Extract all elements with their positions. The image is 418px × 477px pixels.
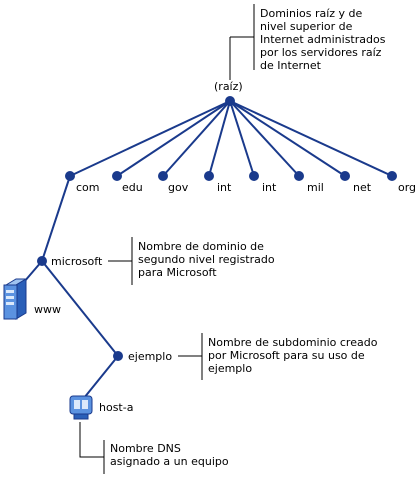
second-level-label: microsoft — [51, 255, 103, 268]
callout-line: nivel superior de — [260, 20, 353, 33]
edge-root-com — [69, 100, 231, 177]
callout-line: por los servidores raíz — [260, 46, 382, 59]
edge-ejemplo-host — [83, 355, 119, 399]
node-gov — [158, 171, 168, 181]
callout-root-text: Dominios raíz y de nivel superior de Int… — [260, 7, 386, 72]
callout-line: Nombre de subdominio creado — [208, 336, 378, 349]
server-icon — [3, 278, 28, 320]
edge-com-microsoft — [41, 175, 71, 262]
tree-nodes — [37, 96, 397, 361]
node-net — [340, 171, 350, 181]
callout-host-text: Nombre DNS asignado a un equipo — [110, 442, 229, 468]
root-label: (raíz) — [214, 80, 243, 93]
edge-root-int-1 — [208, 100, 231, 177]
tld-label: int — [262, 181, 277, 194]
tree-edges — [23, 100, 393, 399]
callout-line: Internet administrados — [260, 33, 386, 46]
callout-subdomain-text: Nombre de subdominio creado por Microsof… — [208, 336, 378, 375]
tld-label: net — [353, 181, 372, 194]
callout-line: asignado a un equipo — [110, 455, 229, 468]
callout-line: para Microsoft — [138, 266, 217, 279]
subdomain-label: ejemplo — [128, 350, 172, 363]
edge-root-org — [229, 100, 393, 177]
edge-root-net — [229, 100, 346, 177]
callout-brackets — [79, 4, 255, 474]
callout-line: Nombre de dominio de — [138, 240, 264, 253]
tld-label: mil — [307, 181, 324, 194]
tld-label: gov — [168, 181, 189, 194]
server-label: www — [34, 303, 61, 316]
edge-root-mil — [229, 100, 300, 177]
node-int-2 — [249, 171, 259, 181]
node-root — [225, 96, 235, 106]
tld-label: org — [398, 181, 416, 194]
callout-second-level-text: Nombre de dominio de segundo nivel regis… — [138, 240, 275, 279]
callout-leader-host — [79, 422, 104, 458]
callout-line: ejemplo — [208, 362, 252, 375]
callout-line: segundo nivel registrado — [138, 253, 275, 266]
computer-icon — [69, 395, 93, 420]
edge-root-int-2 — [229, 100, 255, 177]
callout-line: Nombre DNS — [110, 442, 181, 455]
tld-label: com — [76, 181, 100, 194]
edge-root-gov — [162, 100, 231, 177]
node-com — [65, 171, 75, 181]
callout-line: de Internet — [260, 59, 322, 72]
callout-line: por Microsoft para su uso de — [208, 349, 365, 362]
node-mil — [294, 171, 304, 181]
edge-root-edu — [116, 100, 231, 177]
tld-label: int — [217, 181, 232, 194]
host-label: host-a — [99, 401, 133, 414]
tld-label: edu — [122, 181, 143, 194]
node-int-1 — [204, 171, 214, 181]
node-edu — [112, 171, 122, 181]
edge-microsoft-ejemplo — [41, 260, 119, 357]
node-microsoft — [37, 256, 47, 266]
callout-line: Dominios raíz y de — [260, 7, 363, 20]
node-ejemplo — [113, 351, 123, 361]
tld-labels: com edu gov int int mil net org — [76, 181, 416, 194]
node-org — [387, 171, 397, 181]
